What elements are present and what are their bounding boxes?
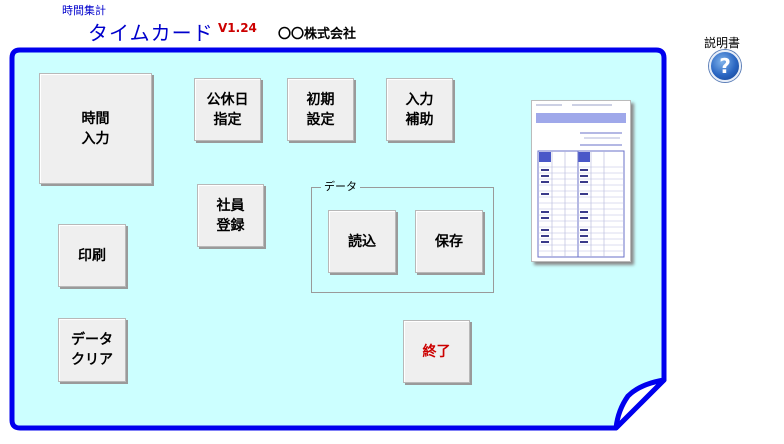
data-clear-button[interactable]: データ クリア <box>58 318 126 382</box>
initial-setting-button[interactable]: 初期 設定 <box>287 78 354 141</box>
load-button[interactable]: 読込 <box>328 210 396 273</box>
time-input-button[interactable]: 時間 入力 <box>39 73 152 184</box>
help-question-icon[interactable]: ? <box>709 50 741 82</box>
help-label: 説明書 <box>704 36 741 50</box>
holiday-setting-button[interactable]: 公休日 指定 <box>194 78 261 141</box>
app-title: タイムカード <box>88 21 214 45</box>
data-group-label: データ <box>321 180 360 193</box>
employee-register-button[interactable]: 社員 登録 <box>197 184 264 247</box>
save-button[interactable]: 保存 <box>415 210 483 273</box>
input-assist-button[interactable]: 入力 補助 <box>386 78 453 141</box>
company-name: 〇〇株式会社 <box>278 27 357 42</box>
print-button[interactable]: 印刷 <box>58 224 126 287</box>
data-group-frame <box>311 187 494 293</box>
exit-button[interactable]: 終了 <box>403 320 470 383</box>
version-label: V1.24 <box>218 21 257 35</box>
app-subtitle: 時間集計 <box>62 4 106 17</box>
page-curl-corner <box>613 377 667 431</box>
timecard-illustration <box>531 100 631 262</box>
timecard-graphic <box>536 104 626 258</box>
